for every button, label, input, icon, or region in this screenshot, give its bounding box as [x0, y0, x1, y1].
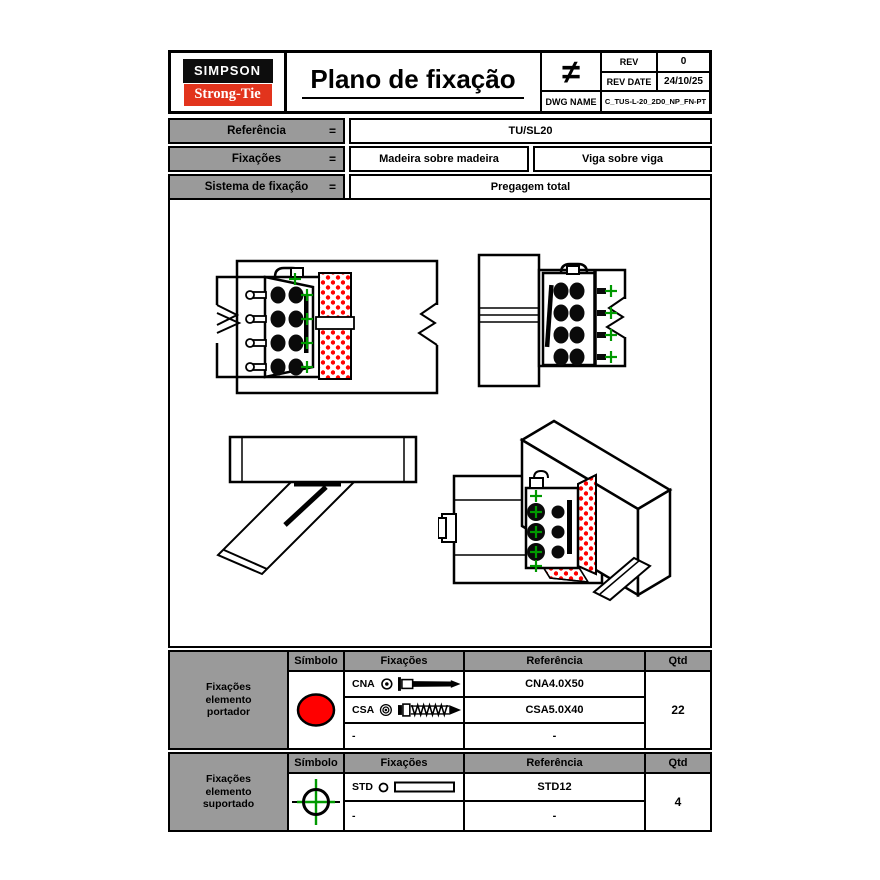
sheet-title-cell: Plano de fixação [286, 53, 540, 111]
nail-icon [398, 677, 462, 691]
group-line: elemento [205, 785, 252, 798]
fixacoes-label-text: Fixações [231, 153, 282, 165]
logo-strongtie: Strong-Tie [183, 83, 272, 106]
qty-cell-suportado: 4 [646, 774, 710, 830]
group-line: elemento [205, 693, 252, 706]
group-line: Fixações [206, 773, 251, 786]
simpson-strongtie-logo: SIMPSON Strong-Tie [171, 53, 284, 111]
rev-date-label: REV DATE [602, 72, 656, 91]
crosshair-symbol [292, 779, 340, 825]
fixacoes-value-2: Viga sobre viga [533, 146, 712, 172]
rev-date-value: 24/10/25 [658, 72, 709, 91]
dwg-name-label: DWG NAME [542, 92, 600, 111]
circled-dot-icon [380, 678, 393, 690]
logo-simpson: SIMPSON [182, 58, 273, 83]
sistema-label-text: Sistema de fixação [204, 181, 309, 193]
page-title: Plano de fixação [302, 65, 524, 99]
drawing-view-side-elevation [477, 253, 628, 388]
group-label-suportado: Fixações elemento suportado [170, 754, 287, 830]
referencia-value: TU/SL20 [349, 118, 712, 144]
group-line: suportado [202, 798, 255, 811]
fixing-cell-empty: - [345, 724, 463, 748]
col-header-referencia: Referência [465, 652, 644, 670]
col-header-qtd: Qtd [646, 652, 710, 670]
not-equal-icon: ≠ [542, 53, 600, 91]
rev-label: REV [602, 53, 656, 71]
info-row-fixacoes: Fixações = Madeira sobre madeira Viga so… [168, 146, 712, 172]
revision-block: ≠ REV 0 REV DATE 24/10/25 DWG NAME C_TUS… [542, 53, 709, 111]
symbol-cell-suportado [289, 774, 343, 830]
col-header-simbolo: Símbolo [289, 754, 343, 772]
reference-cell-std: STD12 [465, 774, 644, 800]
screw-icon [397, 702, 462, 718]
fixacoes-label: Fixações = [168, 146, 345, 172]
equals-sign: = [328, 124, 336, 138]
fixing-code: CNA [352, 678, 375, 690]
info-row-referencia: Referência = TU/SL20 [168, 118, 712, 144]
fixing-code: STD [352, 781, 373, 793]
title-block: SIMPSON Strong-Tie Plano de fixação ≠ RE… [168, 50, 712, 114]
col-header-qtd: Qtd [646, 754, 710, 772]
fixacoes-value-1: Madeira sobre madeira [349, 146, 529, 172]
red-circle-symbol [296, 693, 336, 727]
col-header-fixacoes: Fixações [345, 652, 463, 670]
double-circled-dot-icon [380, 703, 393, 717]
symbol-cell-portador [289, 672, 343, 748]
drawing-view-front-elevation [215, 259, 441, 395]
referencia-label-text: Referência [227, 125, 286, 137]
fixing-cell-std: STD [345, 774, 463, 800]
group-label-portador: Fixações elemento portador [170, 652, 287, 748]
fixing-cell-csa: CSA [345, 698, 463, 722]
rev-value: 0 [658, 53, 709, 71]
fixing-cell-empty: - [345, 802, 463, 830]
drawing-view-plan [216, 435, 418, 576]
group-line: Fixações [206, 681, 251, 694]
sistema-label: Sistema de fixação = [168, 174, 345, 200]
fixing-cell-cna: CNA [345, 672, 463, 696]
small-circle-icon [378, 782, 389, 792]
fixing-code: CSA [352, 704, 375, 716]
drawing-view-isometric [438, 419, 673, 602]
col-header-simbolo: Símbolo [289, 652, 343, 670]
reference-cell-cna: CNA4.0X50 [465, 672, 644, 696]
group-line: portador [206, 706, 251, 719]
col-header-referencia: Referência [465, 754, 644, 772]
reference-cell-empty: - [465, 724, 644, 748]
info-row-sistema: Sistema de fixação = Pregagem total [168, 174, 712, 200]
qty-cell-portador: 22 [646, 672, 710, 748]
reference-cell-csa: CSA5.0X40 [465, 698, 644, 722]
document: SIMPSON Strong-Tie Plano de fixação ≠ RE… [168, 50, 712, 833]
reference-cell-empty: - [465, 802, 644, 830]
fixings-table-portador: Fixações elemento portador Símbolo Fixaç… [168, 650, 712, 750]
referencia-label: Referência = [168, 118, 345, 144]
equals-sign: = [328, 152, 336, 166]
fixings-table-suportado: Fixações elemento suportado Símbolo Fixa… [168, 752, 712, 832]
drawing-area [168, 198, 712, 648]
dowel-icon [394, 781, 455, 793]
equals-sign: = [328, 180, 336, 194]
dwg-name-value: C_TUS-L-20_2D0_NP_FN-PT [602, 92, 709, 111]
col-header-fixacoes: Fixações [345, 754, 463, 772]
sistema-value: Pregagem total [349, 174, 712, 200]
